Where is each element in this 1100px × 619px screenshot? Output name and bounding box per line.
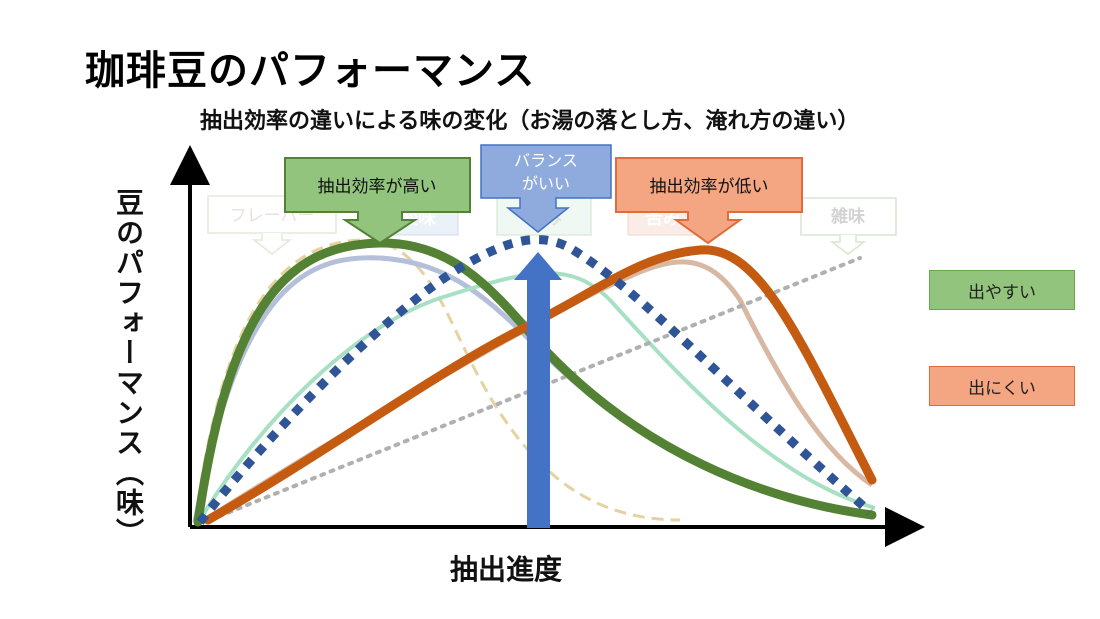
legend-easy: 出やすい [929, 270, 1075, 310]
callout-high-efficiency: 抽出効率が高い [284, 157, 471, 245]
page-title: 珈琲豆のパフォーマンス [85, 48, 536, 94]
x-axis-label: 抽出進度 [450, 553, 563, 586]
callout-low-text: 抽出効率が低い [650, 177, 769, 197]
balance-up-arrow [514, 252, 562, 528]
y-axis-label: 豆のパフォーマンス（味） [112, 188, 145, 548]
callout-balance-line2: がいい [522, 174, 570, 193]
callout-high-text: 抽出効率が高い [318, 177, 437, 197]
callout-balance-line1: バランス [514, 151, 578, 170]
callout-balance: バランス がいい [480, 144, 612, 233]
curve-low-efficiency [203, 245, 877, 525]
legend-hard: 出にくい [929, 366, 1075, 406]
curve-high-efficiency [193, 238, 877, 527]
chart-subtitle: 抽出効率の違いによる味の変化（お湯の落とし方、淹れ方の違い） [200, 109, 860, 134]
taste-label-zatsumi: 雑味 [800, 197, 897, 255]
taste-zatsumi-text: 雑味 [830, 206, 865, 227]
callout-low-efficiency: 抽出効率が低い [615, 157, 803, 245]
curve-flavor [193, 238, 681, 523]
curve-balanced [196, 235, 873, 525]
